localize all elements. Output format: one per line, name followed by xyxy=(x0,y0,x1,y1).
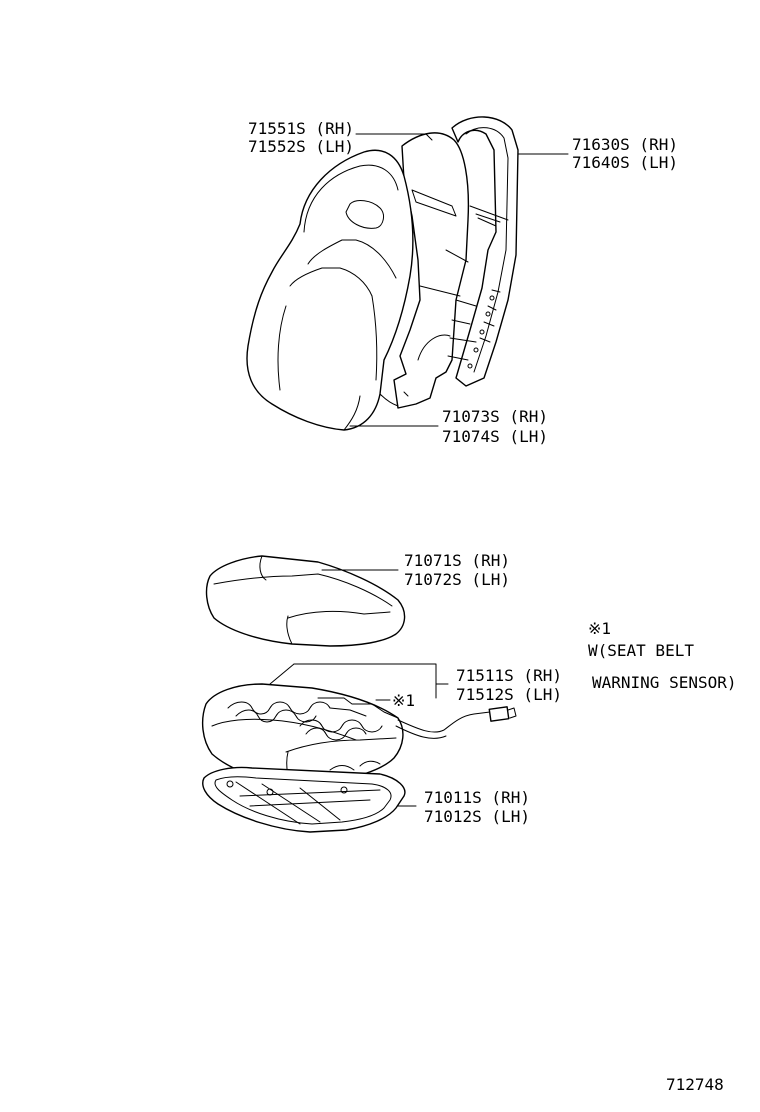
label-backrest-pad-lh: 71074S (LH) xyxy=(442,427,548,446)
label-cushion-pad-lh: 71512S (LH) xyxy=(456,685,562,704)
note-mark: ※1 xyxy=(588,619,611,638)
sensor-marker: ※1 xyxy=(392,691,415,710)
label-backrest-cover-lh: 71552S (LH) xyxy=(248,137,354,156)
cushion-leaders xyxy=(269,569,449,807)
label-cushion-pad-rh: 71511S (RH) xyxy=(456,666,562,685)
backrest-cover-drawing xyxy=(246,149,414,431)
label-backrest-frame-lh: 71640S (LH) xyxy=(572,153,678,172)
label-cushion-frame-lh: 71012S (LH) xyxy=(424,807,530,826)
cushion-frame-drawing xyxy=(202,766,406,833)
label-backrest-cover-rh: 71551S (RH) xyxy=(248,119,354,138)
label-cushion-cover-rh: 71071S (RH) xyxy=(404,551,510,570)
backrest-leaders xyxy=(349,133,569,427)
note-line-2: WARNING SENSOR) xyxy=(592,673,737,692)
figure-number: 712748 xyxy=(666,1075,724,1094)
label-cushion-cover-lh: 71072S (LH) xyxy=(404,570,510,589)
cushion-pad-drawing xyxy=(201,683,517,785)
cushion-cover-drawing xyxy=(205,555,406,647)
label-backrest-frame-rh: 71630S (RH) xyxy=(572,135,678,154)
label-cushion-frame-rh: 71011S (RH) xyxy=(424,788,530,807)
note-line-1: W(SEAT BELT xyxy=(588,641,694,660)
label-backrest-pad-rh: 71073S (RH) xyxy=(442,407,548,426)
backrest-frame-drawing xyxy=(451,116,519,387)
backrest-pad-drawing xyxy=(393,132,477,409)
